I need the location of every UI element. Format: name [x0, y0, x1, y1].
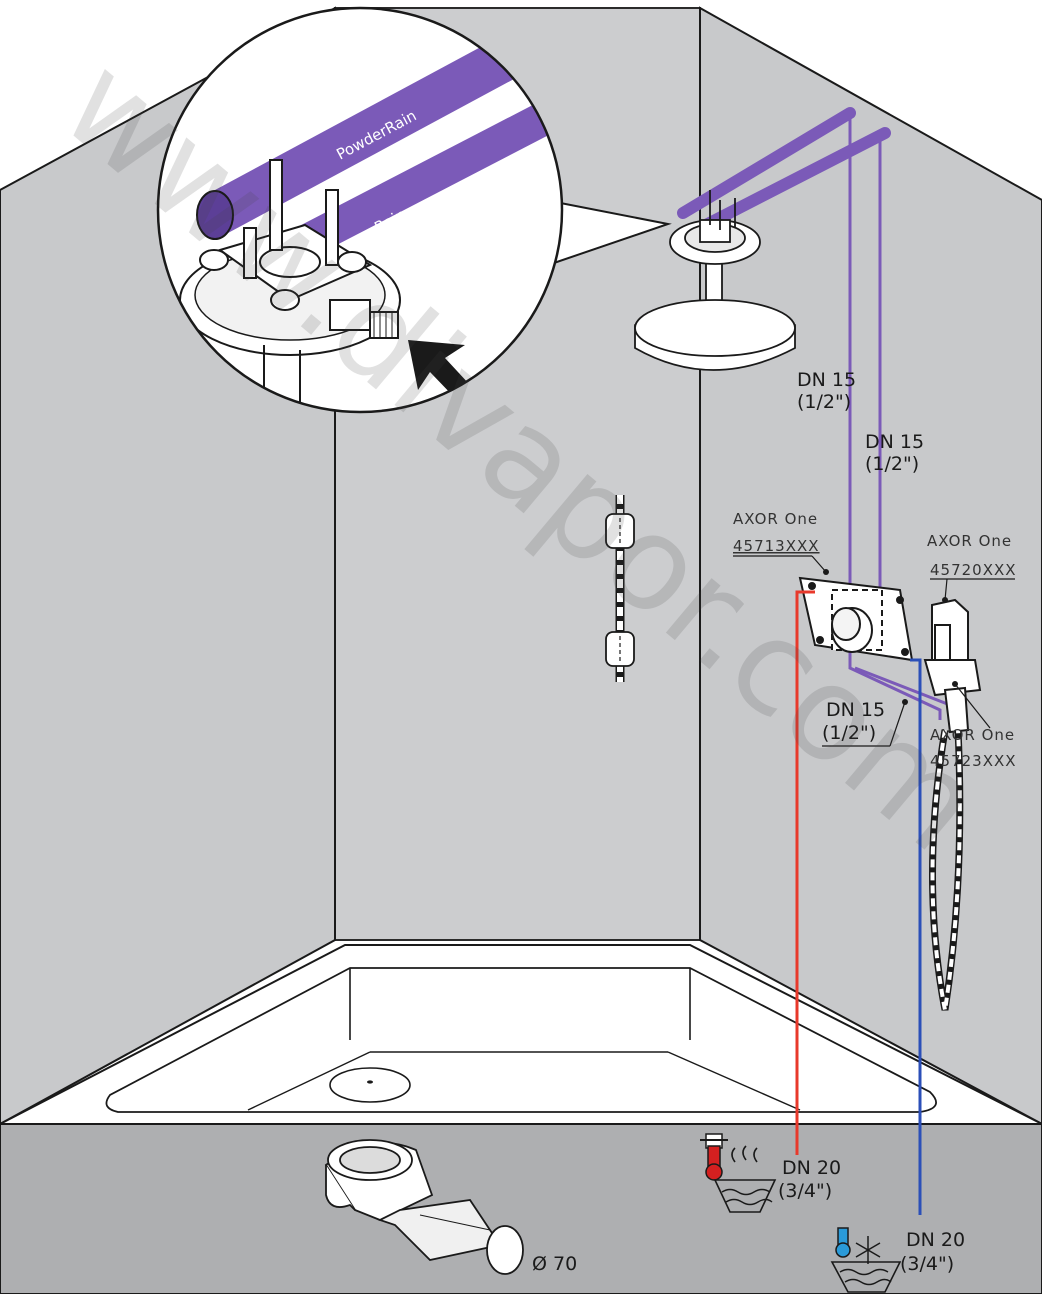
wall-rail: [605, 495, 635, 682]
dn15-label-a-inch: (1/2"): [797, 391, 851, 413]
dn15-label-b-inch: (1/2"): [865, 453, 919, 475]
dn20-cold-label-inch: (3/4"): [900, 1253, 954, 1275]
mixer-brand: AXOR One: [733, 510, 818, 528]
outlet-code: 45723XXX: [930, 752, 1017, 770]
dn15-label-b: DN 15: [865, 431, 924, 453]
cold-water-icon: [830, 1227, 902, 1293]
dn15-label-lower-inch: (1/2"): [822, 722, 876, 744]
dn20-hot-label-inch: (3/4"): [778, 1180, 832, 1202]
hot-supply-line: [795, 590, 815, 1155]
mixer-valve: [798, 576, 914, 662]
outlet-brand: AXOR One: [930, 726, 1015, 744]
drain-siphon: [324, 1139, 524, 1275]
holder-code: 45720XXX: [930, 561, 1017, 579]
dn20-hot-label: DN 20: [782, 1157, 841, 1179]
dn15-label-lower: DN 15: [826, 699, 885, 721]
shower-hose: [929, 729, 964, 1011]
holder-brand: AXOR One: [927, 532, 1012, 550]
outlet-callout: AXOR One 45723XXX: [930, 681, 1017, 770]
mixer-code: 45713XXX: [733, 537, 820, 555]
zoom-callout-pointer: [544, 199, 672, 266]
drain-cover: [329, 1067, 411, 1103]
zoom-detail: PowderRain Rain: [156, 6, 564, 414]
cold-supply-line: [910, 658, 922, 1215]
overhead-shower: [634, 190, 796, 371]
shower-tray: [0, 944, 1042, 1125]
mixer-callout: AXOR One 45713XXX: [733, 510, 829, 575]
dn15-label-a: DN 15: [797, 369, 856, 391]
floor: [0, 1123, 1042, 1294]
dn20-cold-label: DN 20: [906, 1229, 965, 1251]
holder-callout: AXOR One 45720XXX: [927, 532, 1017, 603]
drain-diameter-label: Ø 70: [532, 1253, 577, 1275]
hot-water-icon: [700, 1133, 777, 1213]
inlet-arrow: [408, 340, 470, 398]
dn15-lower-callout: DN 15 (1/2"): [822, 699, 908, 747]
